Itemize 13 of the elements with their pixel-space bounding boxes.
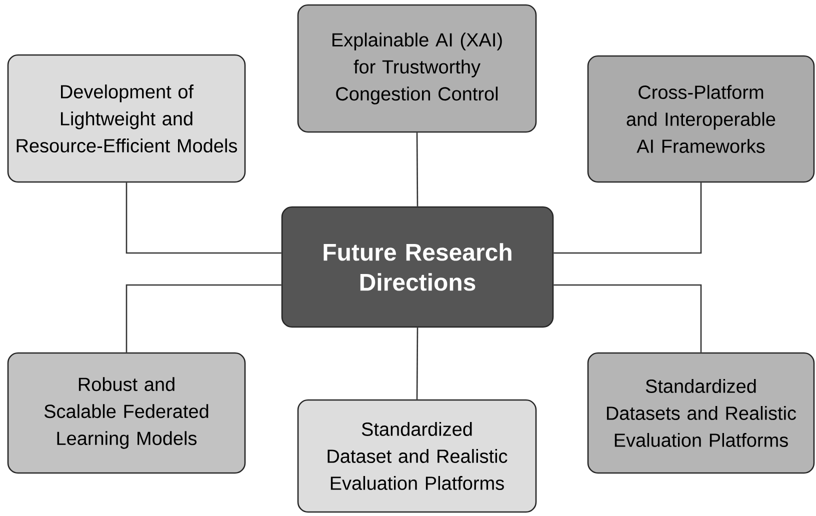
topic-box: Cross-Platform and Interoperable AI Frameworks [587, 55, 815, 183]
topic-box: Standardized Datasets and Realistic Evaluation Platforms [587, 352, 815, 474]
topic-box: Standardized Dataset and Realistic Evaluation Platforms [297, 399, 537, 513]
connector-line [126, 284, 282, 352]
topic-box: Development of Lightweight and Resource-Efficient Models [7, 54, 246, 183]
central-box: Future Research Directions [281, 206, 554, 328]
connector-line [126, 182, 282, 254]
connector-line [554, 284, 702, 352]
topic-box: Robust and Scalable Federated Learning Models [7, 352, 246, 474]
topic-box: Explainable AI (XAI) for Trustworthy Congestion Control [297, 4, 537, 133]
connector-line [416, 132, 418, 206]
connector-line [416, 328, 418, 400]
connector-line [554, 182, 702, 254]
